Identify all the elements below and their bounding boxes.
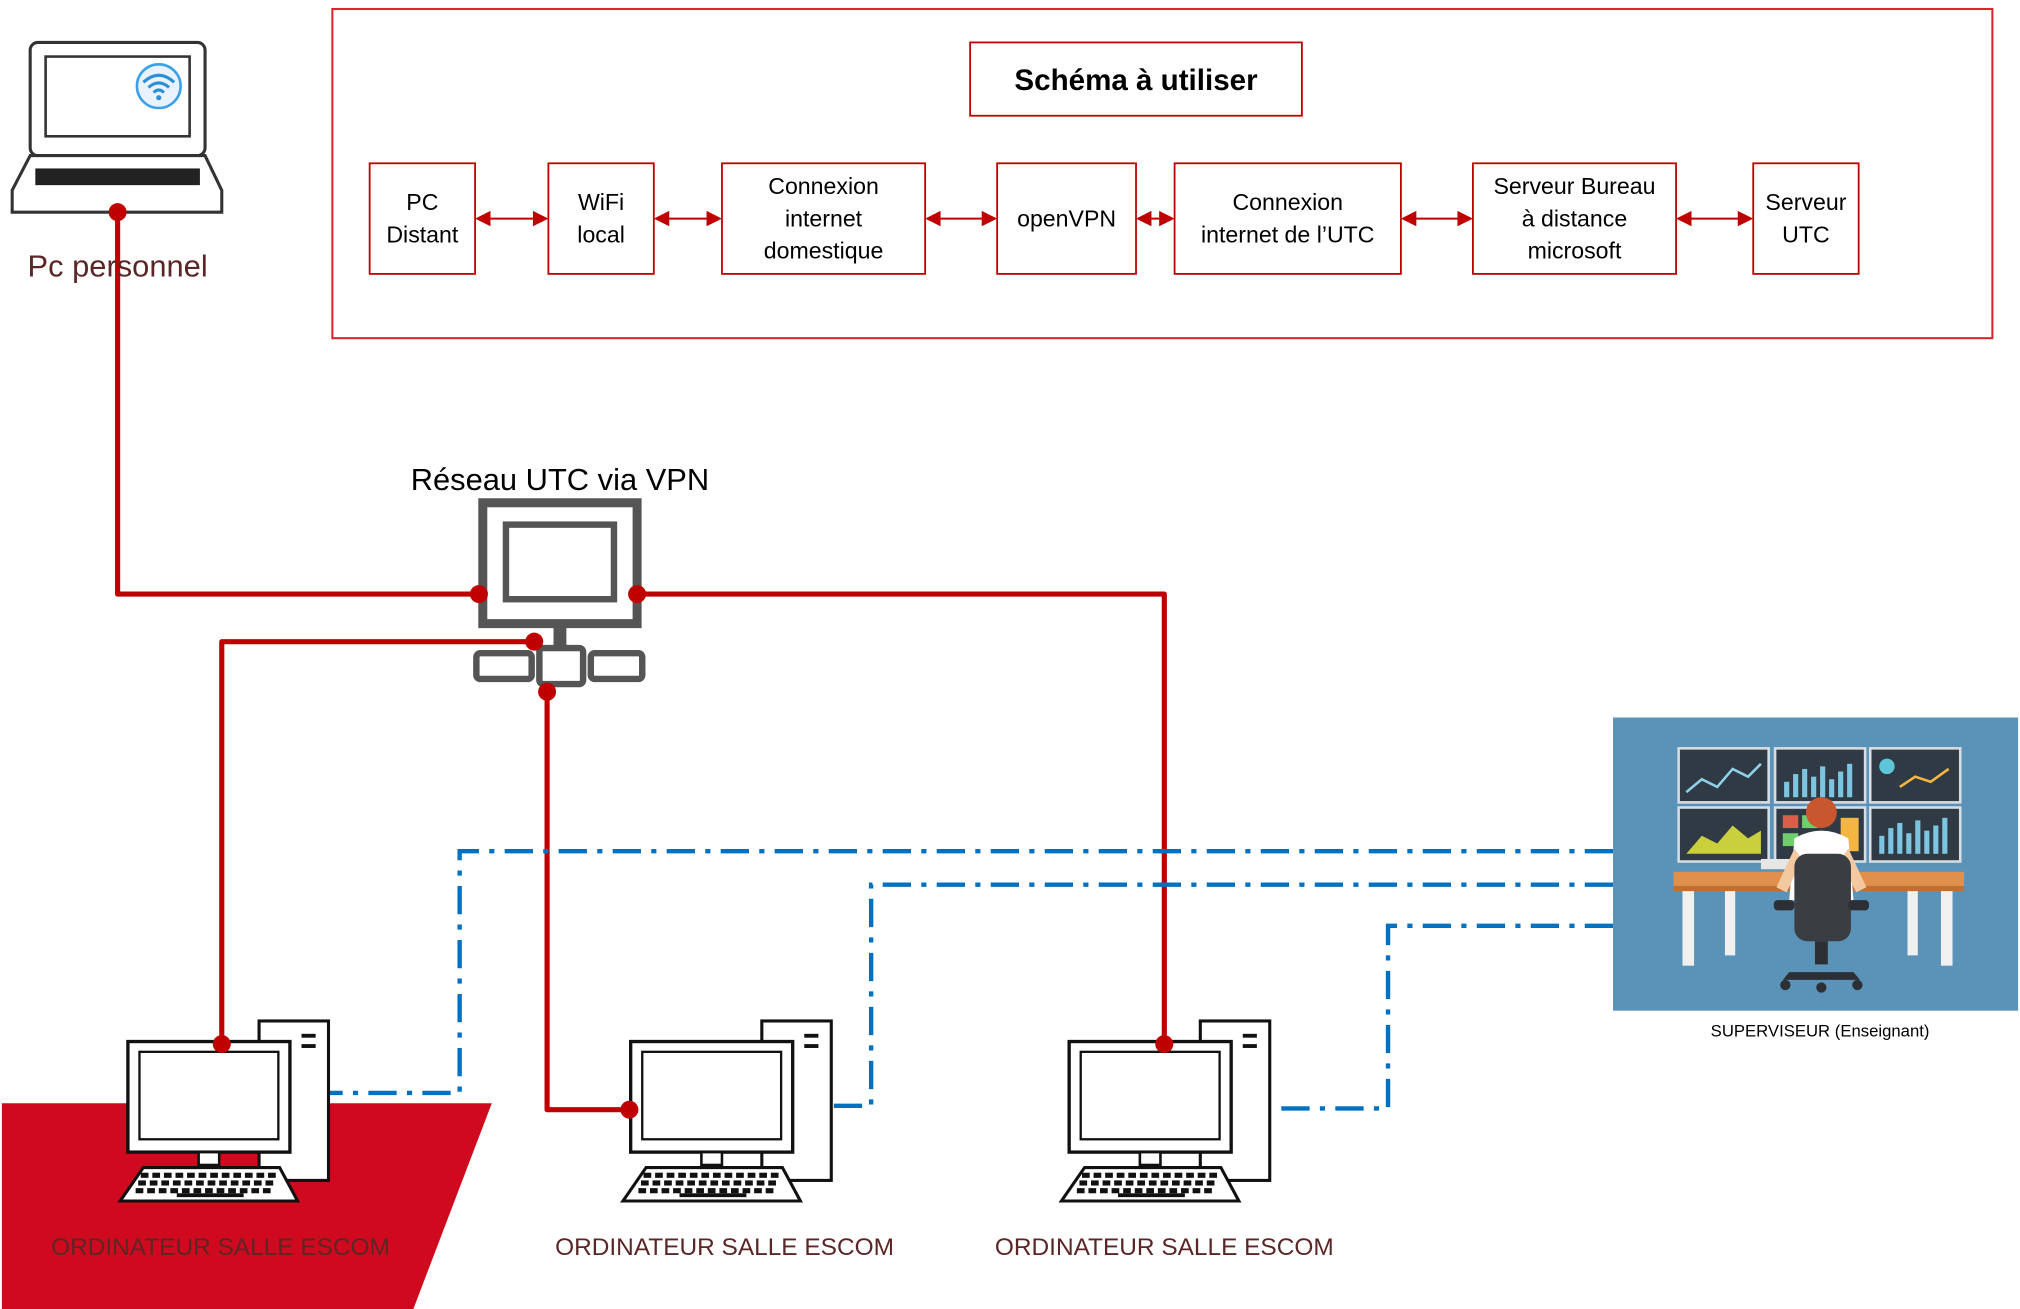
supervisor-illustration xyxy=(1613,717,2019,1011)
flow-box: openVPN xyxy=(996,162,1137,275)
desktop-computer-icon xyxy=(620,1019,833,1203)
schema-panel: Schéma à utiliser PC Distant WiFi local Conn… xyxy=(331,7,1994,340)
link-dots xyxy=(212,1035,1174,1119)
link-dot xyxy=(108,203,127,222)
flow-box-label: WiFi local xyxy=(577,189,625,247)
link-dot xyxy=(628,585,647,604)
flow-box-frame xyxy=(547,162,655,275)
arrowhead-icon xyxy=(532,210,549,227)
schema-title: Schéma à utiliser xyxy=(1014,64,1258,97)
flow-box-line: microsoft xyxy=(1528,237,1622,263)
arrowhead-icon xyxy=(653,210,670,227)
red-link xyxy=(637,591,1167,1045)
link-dot xyxy=(469,585,488,604)
arrowhead-icon xyxy=(706,210,722,227)
flow-box: Connexion internet domestique xyxy=(721,162,927,275)
flow-arrow xyxy=(1400,210,1473,227)
flow-box: Connexion internet de l’UTC xyxy=(1173,162,1402,275)
network-hub-icon xyxy=(473,498,646,688)
keyboard-icon xyxy=(620,1166,803,1203)
flow-box-line: PC xyxy=(406,189,438,215)
flow-arrow xyxy=(475,210,549,227)
computer-label: ORDINATEUR SALLE ESCOM xyxy=(995,1234,1334,1261)
flow-box: PC Distant xyxy=(368,162,476,275)
keyboard-icon xyxy=(117,1166,301,1203)
keyboard-icon xyxy=(1058,1166,1242,1203)
arrowhead-icon xyxy=(1737,210,1754,227)
hub-label: Réseau UTC via VPN xyxy=(411,462,709,497)
flow-box-label: openVPN xyxy=(1017,205,1116,231)
flow-box-line: à distance xyxy=(1522,205,1627,231)
flow-box-frame xyxy=(368,162,476,275)
flow-arrow xyxy=(653,210,722,227)
computer-label: ORDINATEUR SALLE ESCOM xyxy=(51,1234,390,1261)
laptop-icon xyxy=(10,40,224,214)
flow-arrow xyxy=(1676,210,1754,227)
flow-box-frame xyxy=(1752,162,1860,275)
flow-box-line: UTC xyxy=(1782,221,1830,247)
computer-label: ORDINATEUR SALLE ESCOM xyxy=(555,1234,894,1261)
flow-arrow xyxy=(925,210,998,227)
arrowhead-icon xyxy=(981,210,998,227)
flow-box: WiFi local xyxy=(547,162,655,275)
arrowhead-icon xyxy=(1400,210,1417,227)
arrowhead-icon xyxy=(925,210,941,227)
flow-box-line: Connexion xyxy=(768,173,879,199)
flow-box-line: Serveur Bureau xyxy=(1494,173,1656,199)
link-dot xyxy=(525,632,544,651)
desktop-computer-icon xyxy=(1058,1019,1272,1203)
flow-box-line: Connexion xyxy=(1232,189,1343,215)
highlight-area xyxy=(1,1103,492,1309)
supervision-links xyxy=(235,849,1614,1111)
flow-box-label: PC Distant xyxy=(386,189,459,247)
flow-box-frame xyxy=(996,162,1137,275)
link-dots xyxy=(108,203,647,701)
flow-box-label: Connexion internet de l’UTC xyxy=(1201,189,1375,247)
arrowhead-icon xyxy=(1457,210,1473,227)
flow-boxes: PC Distant WiFi local Connexion internet domes… xyxy=(368,162,1860,275)
flow-box-line: internet de l’UTC xyxy=(1201,221,1375,247)
flow-box-line: domestique xyxy=(764,237,884,263)
arrowhead-icon xyxy=(475,210,491,227)
person-icon xyxy=(1773,797,1869,993)
desktop-computer-icon xyxy=(117,1019,331,1203)
link-dot xyxy=(1155,1035,1174,1054)
arrowhead-icon xyxy=(1136,210,1152,227)
red-link xyxy=(219,639,535,1045)
link-dot xyxy=(212,1035,231,1054)
flow-box-line: openVPN xyxy=(1017,205,1116,231)
laptop-label: Pc personnel xyxy=(28,248,208,283)
flow-box-line: WiFi xyxy=(578,189,624,215)
flow-box-line: Serveur xyxy=(1765,189,1846,215)
red-link xyxy=(544,691,630,1113)
supervisor-label: SUPERVISEUR (Enseignant) xyxy=(1711,1021,1930,1040)
arrowhead-icon xyxy=(1159,210,1175,227)
schema-frame xyxy=(331,7,1994,340)
supervision-link xyxy=(235,849,1614,1096)
schema-title-box xyxy=(969,41,1303,117)
flow-box-frame xyxy=(1472,162,1677,275)
link-dot xyxy=(620,1100,639,1119)
flow-box-label: Serveur Bureau à distance microsoft xyxy=(1494,173,1656,263)
wired-links xyxy=(115,212,1167,1113)
flow-arrows xyxy=(475,210,1754,227)
link-dot xyxy=(538,682,557,701)
supervision-link xyxy=(1182,923,1614,1111)
flow-box: Serveur Bureau à distance microsoft xyxy=(1472,162,1677,275)
arrowhead-icon xyxy=(1676,210,1692,227)
red-link xyxy=(115,212,479,597)
flow-box-line: Distant xyxy=(386,221,459,247)
flow-arrow xyxy=(1136,210,1175,227)
flow-box-label: Connexion internet domestique xyxy=(764,173,884,263)
flow-box-line: local xyxy=(577,221,625,247)
flow-box-frame xyxy=(1173,162,1402,275)
wifi-icon xyxy=(135,63,182,110)
flow-box-line: internet xyxy=(785,205,863,231)
